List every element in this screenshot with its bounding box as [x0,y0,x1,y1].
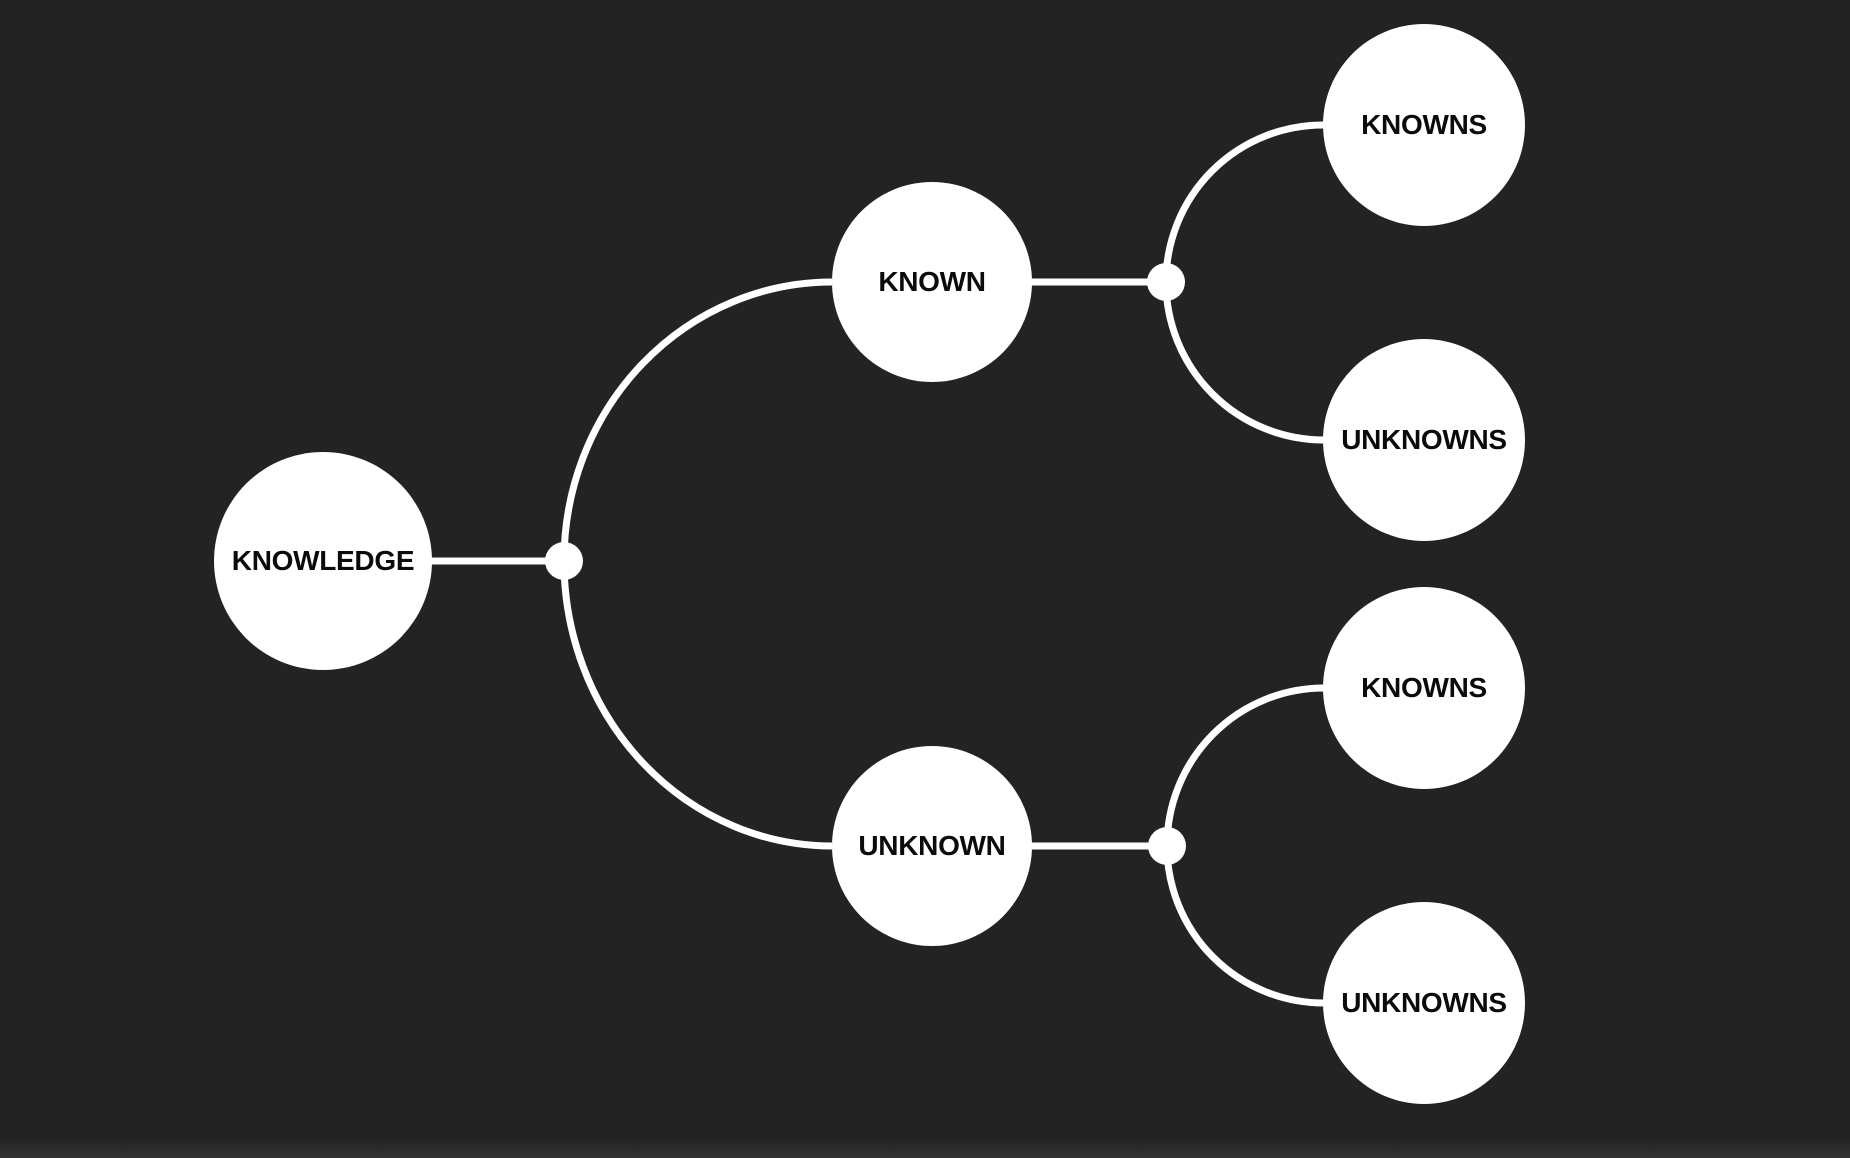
node-unknown-label: UNKNOWN [858,830,1006,861]
node-unknown-knowns[interactable]: KNOWNS [1323,587,1525,789]
edge-knowledge-unknown [560,560,833,850]
edge-unknown-knowns [1163,684,1325,847]
branch-dot-knowledge [545,542,583,580]
node-known-unknowns-label: UNKNOWNS [1341,424,1507,455]
edge-knowledge-known [560,278,833,562]
node-known-label: KNOWN [878,266,986,297]
node-unknown-knowns-label: KNOWNS [1361,672,1487,703]
node-known-unknowns[interactable]: UNKNOWNS [1323,339,1525,541]
edge-known-unknowns [1162,281,1325,444]
edge-unknown-unknowns [1163,845,1325,1007]
node-unknown[interactable]: UNKNOWN [832,746,1032,946]
node-known-knowns[interactable]: KNOWNS [1323,24,1525,226]
node-knowledge[interactable]: KNOWLEDGE [214,452,432,670]
node-knowledge-label: KNOWLEDGE [231,545,415,576]
edge-known-knowns [1162,121,1325,283]
branch-dot-known [1147,263,1185,301]
node-unknown-unknowns[interactable]: UNKNOWNS [1323,902,1525,1104]
node-known-knowns-label: KNOWNS [1361,109,1487,140]
node-known[interactable]: KNOWN [832,182,1032,382]
branch-dot-unknown [1148,827,1186,865]
node-unknown-unknowns-label: UNKNOWNS [1341,987,1507,1018]
